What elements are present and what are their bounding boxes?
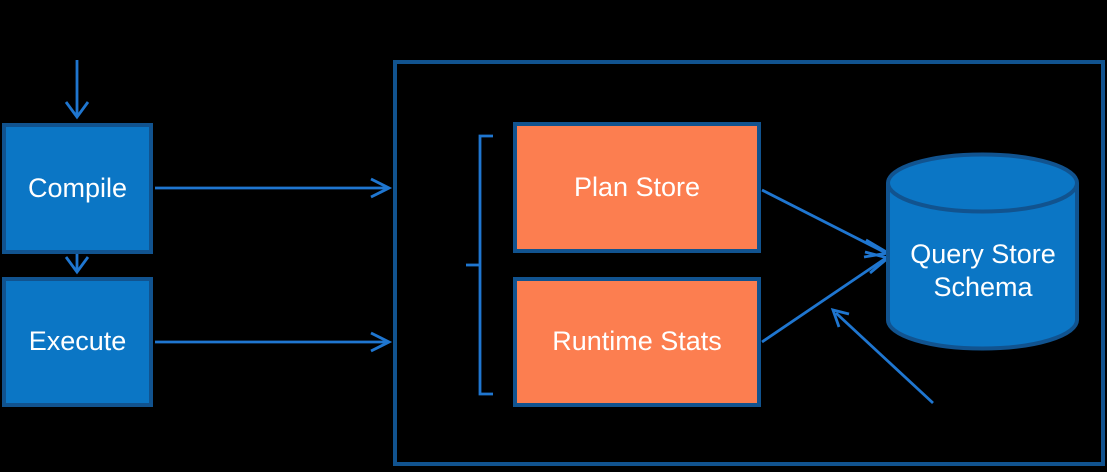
plan-store-box: Plan Store	[513, 122, 761, 253]
arrowhead-compile-to-container	[370, 177, 393, 199]
runtime-stats-label: Runtime Stats	[552, 326, 722, 357]
arrow-plan-store-to-schema	[761, 188, 887, 255]
execute-label: Execute	[28, 326, 127, 357]
cylinder-top	[886, 152, 1079, 214]
query-store-schema-label-line1: Query Store	[910, 239, 1056, 269]
runtime-stats-box: Runtime Stats	[513, 277, 761, 407]
compile-box: Compile	[2, 123, 153, 254]
cylinder-body	[886, 183, 1079, 351]
arrow-lower-right-to-schema	[835, 311, 934, 405]
query-store-container-box	[393, 60, 1105, 466]
arrow-runtime-stats-to-schema	[761, 256, 887, 344]
execute-box: Execute	[2, 277, 153, 407]
query-store-schema-label-line2: Schema	[933, 272, 1033, 302]
arrowhead-incoming-to-compile	[64, 101, 90, 120]
plan-store-label: Plan Store	[573, 171, 701, 202]
arrowhead-compile-to-execute	[64, 256, 90, 275]
arrowhead-lower-right-to-schema	[830, 308, 850, 328]
query-store-schema-label: Query Store Schema	[888, 238, 1078, 304]
compile-label: Compile	[27, 172, 128, 203]
database-cylinder-icon	[886, 152, 1079, 351]
arrowhead-execute-to-container	[370, 331, 393, 353]
